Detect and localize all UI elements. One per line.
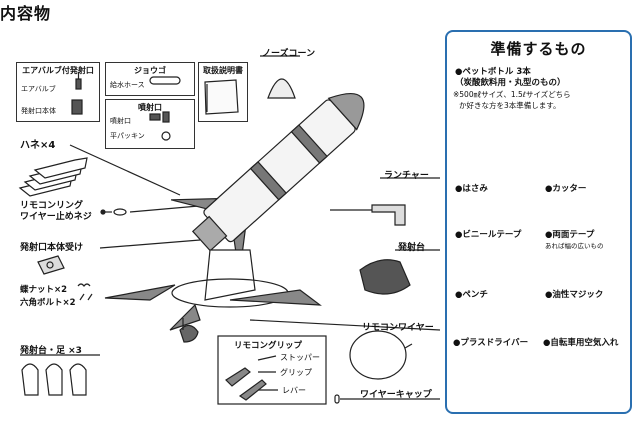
nozzle-box-header: 噴射口 — [138, 103, 162, 112]
air-valve-box-header: エアバルブ付発射口 — [22, 66, 94, 75]
grip-label: グリップ — [280, 368, 312, 377]
pump-label: ●自転車用空気入れ — [543, 338, 619, 348]
launch-pad-label: 発射台 — [398, 243, 426, 253]
marker-label: ●油性マジック — [545, 290, 604, 300]
remote-grip-label: リモコングリップ — [234, 341, 303, 351]
fins-label: ハネ×4 — [20, 140, 56, 151]
launcher-label: ランチャー — [384, 171, 429, 181]
prep-title: 準備するもの — [490, 40, 587, 58]
vinyl-tape-label: ●ビニールテープ — [455, 230, 522, 240]
launcher-body-label: 発射口本体 — [21, 107, 56, 115]
bottle-heading: ●ペットボトル 3本 — [455, 67, 531, 77]
nozzle-label: 噴射口 — [110, 117, 131, 125]
preparation-panel: 準備するもの ●ペットボトル 3本 （炭酸飲料用・丸型のもの） ※500㎖サイズ… — [445, 30, 632, 414]
double-tape-label: ●両面テープ — [545, 230, 595, 240]
remote-wire-label: リモコンワイヤー — [362, 323, 434, 333]
nut-label: 蝶ナット×2 — [20, 285, 68, 295]
air-valve-box: エアバルブ付発射口 エアバルブ 発射口本体 — [16, 62, 100, 122]
bottle-subheading: （炭酸飲料用・丸型のもの） — [455, 78, 566, 88]
scissors-label: ●はさみ — [455, 184, 488, 194]
lever-label: レバー — [282, 386, 306, 395]
stopper-label: ストッパー — [280, 353, 320, 362]
air-valve-label: エアバルブ — [21, 85, 56, 93]
packing-label: 平パッキン — [110, 132, 145, 140]
funnel-box-header: ジョウゴ — [134, 66, 166, 75]
nose-cone-label: ノーズコーン — [262, 49, 316, 59]
pliers-label: ●ペンチ — [455, 290, 488, 300]
pad-legs-label: 発射台・足 ×3 — [20, 346, 82, 356]
manual-box-header: 取扱説明書 — [203, 66, 243, 75]
bottle-note-2: か好きな方を3本準備します。 — [459, 101, 561, 110]
nozzle-box: 噴射口 噴射口 平パッキン — [105, 99, 195, 149]
bolt-label: 六角ボルト×2 — [20, 298, 76, 308]
launch-holder-label: 発射口本体受け — [20, 243, 84, 253]
hose-label: 給水ホース — [110, 81, 145, 89]
double-tape-note: あれば幅の広いもの — [545, 242, 604, 250]
wire-screw-label: ワイヤー止めネジ — [20, 212, 92, 222]
remote-ring-label: リモコンリング — [20, 201, 84, 211]
wire-cap-label: ワイヤーキャップ — [360, 390, 432, 400]
cutter-label: ●カッター — [545, 184, 587, 194]
screwdriver-label: ●プラスドライバー — [453, 338, 529, 348]
page-title: 内容物 — [0, 4, 52, 23]
bottle-note-1: ※500㎖サイズ、1.5ℓサイズどちら — [453, 90, 571, 99]
